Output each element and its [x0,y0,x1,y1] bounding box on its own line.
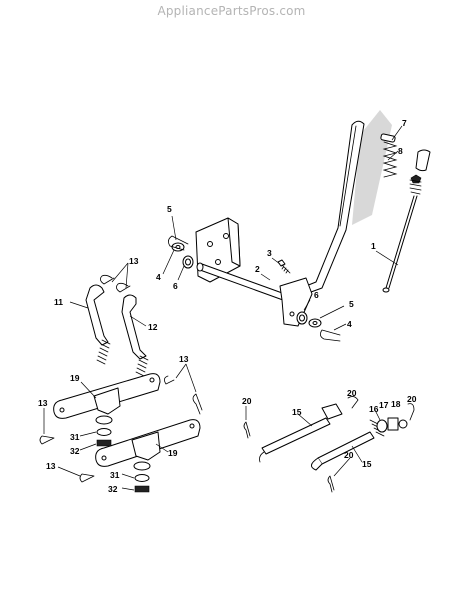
screw [277,259,291,274]
swivel-nut [398,419,408,429]
lift-shaft [196,262,297,305]
callout-13-arm-left: 13 [38,398,48,408]
washer-upper-stack [96,428,112,436]
callout-13-links: 13 [129,256,139,266]
callout-5-right: 5 [349,299,354,309]
nut-upper-stack [96,439,112,447]
callout-5-left: 5 [167,204,172,214]
callout-6-left: 6 [173,281,178,291]
callout-8: 8 [398,146,403,156]
callout-31-upper: 31 [70,432,80,442]
washer-lower-stack [134,474,150,482]
callout-7: 7 [402,118,407,128]
callout-1: 1 [371,241,376,251]
callout-11: 11 [54,297,63,307]
height-adjust-rod [382,174,422,293]
callout-4-left: 4 [156,272,161,282]
clip-arm-pin-b [192,393,203,415]
lever-spring [380,133,398,178]
callout-20-bottom: 20 [344,450,354,460]
washer-right-hole [312,321,318,325]
clip-arm-lower-left [79,473,95,483]
clip-drag-bottom [327,475,335,493]
callout-labels: 1 2 3 4 4 5 5 6 6 7 8 11 12 13 13 13 13 … [38,118,417,494]
callout-32-lower: 32 [108,484,118,494]
nut-lower-stack [134,485,150,493]
hairpin-clip-right [320,329,341,342]
lift-arm-upper [53,373,161,425]
clip-drag-top [347,396,359,409]
clip-link-left [100,274,115,285]
lift-link-left [85,284,111,365]
leader-lines [43,125,403,491]
lift-arm-lower [95,419,201,471]
callout-20-right: 20 [407,394,417,404]
callout-17: 17 [379,400,389,410]
callout-6-right: 6 [314,290,319,300]
callout-32-upper: 32 [70,446,80,456]
callout-19-upper: 19 [70,373,80,383]
callout-20-top: 20 [347,388,357,398]
swivel-block [387,417,399,431]
clip-arm-upper-left [39,435,55,445]
clip-link-right [116,282,131,293]
callout-15-lower: 15 [362,459,372,469]
callout-20-left: 20 [242,396,252,406]
clip-drag-right [407,403,415,421]
watermark-text: AppliancePartsPros.com [157,4,306,18]
callout-15-upper: 15 [292,407,302,417]
shaft-arm [279,277,313,327]
callout-12: 12 [148,322,158,332]
drag-link-upper [259,403,343,463]
bushing-left-bore [185,258,191,266]
callout-31-lower: 31 [110,470,120,480]
callout-4-right: 4 [347,319,352,329]
callout-19-lower: 19 [168,448,178,458]
grip [415,149,431,172]
callout-3: 3 [267,248,272,258]
hairpin-clip-left [168,235,189,251]
callout-13-arm-pins: 13 [179,354,189,364]
swivel-washer [376,419,388,433]
lift-link-right [121,294,149,377]
callout-16: 16 [369,404,379,414]
clip-drag-left [243,421,251,439]
clip-arm-pin-a [164,375,175,385]
callout-18: 18 [391,399,401,409]
callout-13-arm-bottom: 13 [46,461,56,471]
mounting-bracket [195,217,241,283]
bushing-right-bore [299,314,305,322]
drag-link-lower [311,419,385,471]
callout-2: 2 [255,264,260,274]
